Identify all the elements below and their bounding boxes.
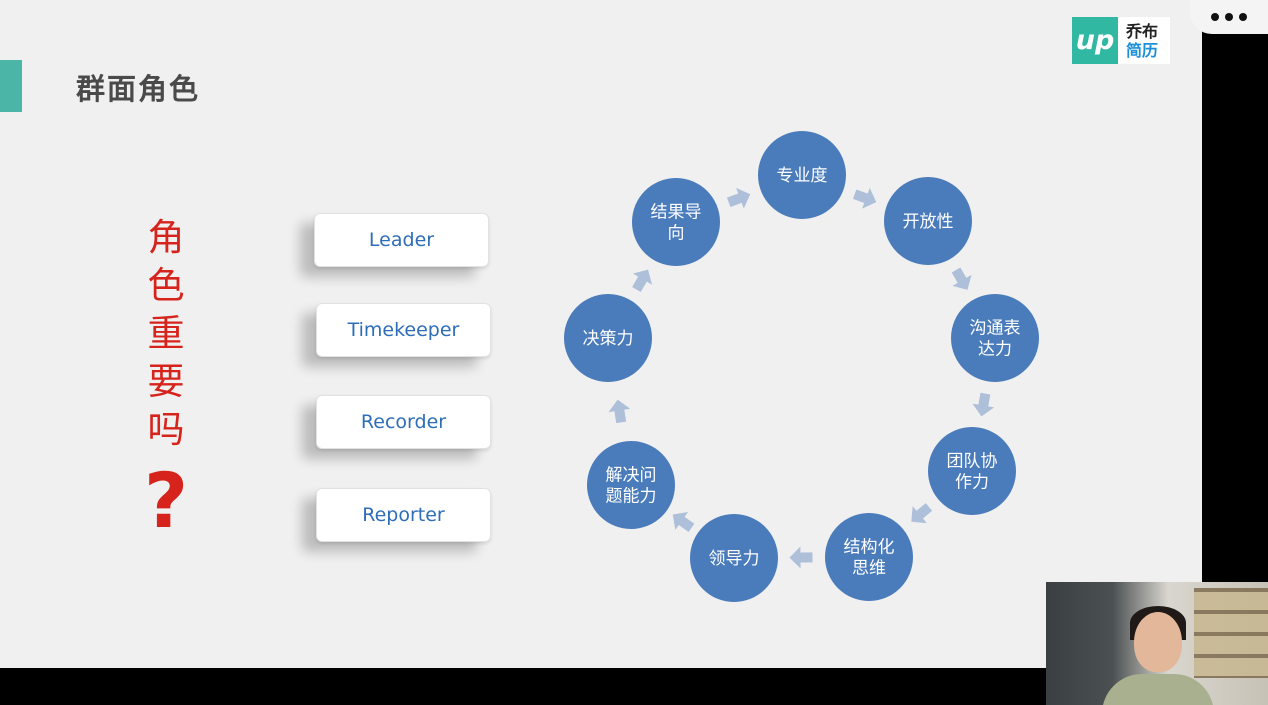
cycle-arrow (852, 188, 877, 209)
question-char: 色 (147, 264, 185, 307)
question-char: 重 (147, 312, 185, 355)
cycle-arrow (632, 269, 652, 293)
cycle-node-label: 沟通表 (970, 319, 1021, 339)
cycle-node: 决策力 (564, 294, 652, 382)
cycle-node-label: 团队协 (947, 452, 998, 472)
role-recorder[interactable]: Recorder (316, 395, 491, 449)
question-char: 角 (147, 216, 185, 259)
cycle-node: 专业度 (758, 131, 846, 219)
question-char: 吗 (147, 408, 185, 451)
cycle-node-label: 向 (668, 224, 685, 244)
cycle-node-label: 专业度 (777, 166, 828, 186)
cycle-arrow (911, 503, 933, 524)
slide: 群面角色 up 乔布 简历 角 色 重 要 吗 ? Leader Timekee… (0, 0, 1202, 668)
logo-line-1: 乔布 (1126, 21, 1159, 41)
logo-text: 乔布 简历 (1126, 22, 1158, 60)
cycle-node-label: 开放性 (903, 212, 954, 232)
cycle-arrow (726, 187, 751, 209)
logo-up-mark: up (1072, 17, 1118, 64)
slide-title: 群面角色 (76, 72, 201, 106)
role-reporter[interactable]: Reporter (316, 488, 491, 542)
cycle-arrow (789, 546, 813, 569)
more-dots-icon[interactable] (1190, 0, 1268, 34)
cycle-node-label: 领导力 (709, 549, 760, 569)
title-accent-bar (0, 60, 22, 112)
cycle-arrow (672, 511, 695, 532)
question-mark: ? (143, 456, 189, 545)
cycle-arrow (951, 267, 972, 290)
cycle-node-label: 达力 (978, 340, 1012, 360)
cycle-node-label: 结构化 (844, 538, 895, 558)
question-text: 角 色 重 要 吗 ? (138, 214, 194, 544)
cycle-arrow (972, 392, 995, 417)
webcam-video (1046, 582, 1268, 705)
cycle-node-label: 题能力 (606, 487, 657, 507)
logo: up 乔布 简历 (1072, 17, 1170, 64)
role-timekeeper[interactable]: Timekeeper (316, 303, 491, 357)
cycle-node: 领导力 (690, 514, 778, 602)
cycle-arrow (608, 399, 631, 424)
role-leader[interactable]: Leader (314, 213, 489, 267)
cycle-node-label: 作力 (955, 473, 989, 493)
cycle-node-label: 决策力 (583, 329, 634, 349)
cycle-node-label: 解决问 (606, 466, 657, 486)
cycle-node: 开放性 (884, 177, 972, 265)
logo-line-2: 简历 (1126, 40, 1159, 60)
cycle-node-label: 结果导 (651, 203, 702, 223)
cycle-node-label: 思维 (852, 559, 886, 579)
question-char: 要 (147, 360, 185, 403)
